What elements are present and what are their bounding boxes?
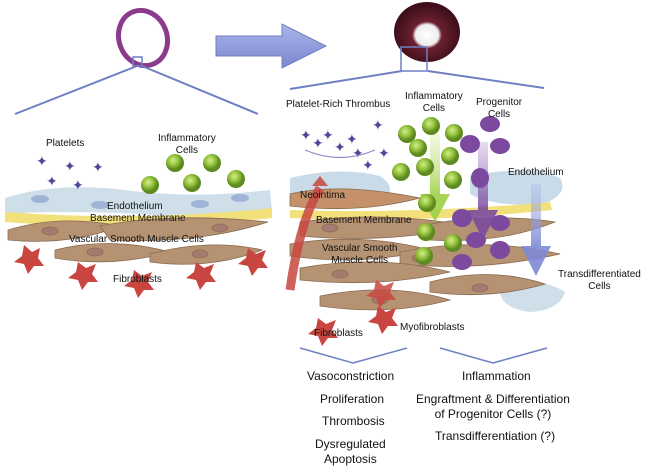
zoom-box xyxy=(400,46,428,72)
label-fibroblasts: Fibroblasts xyxy=(113,274,162,285)
right-progenitor-cells xyxy=(452,116,510,270)
svg-text:✦: ✦ xyxy=(312,135,324,151)
right-fibroblasts xyxy=(308,280,398,346)
outcome-dysregulated-apoptosis: Dysregulated Apoptosis xyxy=(315,437,386,466)
label-basement-membrane-right: Basement Membrane xyxy=(316,215,412,226)
svg-text:✦: ✦ xyxy=(322,127,334,143)
label-vascular-smooth-muscle-cells: Vascular Smooth Muscle Cells xyxy=(69,234,204,245)
label-platelet-rich-thrombus: Platelet-Rich Thrombus xyxy=(286,99,391,110)
zoom-line xyxy=(427,70,545,89)
outcome-proliferation: Proliferation xyxy=(320,392,385,406)
svg-text:✦: ✦ xyxy=(334,139,346,155)
svg-text:✦: ✦ xyxy=(46,173,58,189)
left-vsmc-layer xyxy=(7,217,269,265)
label-endothelium: Endothelium xyxy=(107,201,163,212)
label-transdifferentiated-cells: Transdifferentiated Cells xyxy=(558,269,641,292)
label-endothelium-right: Endothelium xyxy=(508,167,564,178)
svg-text:✦: ✦ xyxy=(300,127,312,143)
outcome-vasoconstriction: Vasoconstriction xyxy=(307,369,395,383)
label-vsmc-right: Vascular Smooth Muscle Cells xyxy=(322,243,398,266)
zoom-line xyxy=(14,65,138,115)
neointima-arrow-icon xyxy=(285,185,324,291)
zoom-box xyxy=(132,56,143,67)
label-progenitor-cells: Progenitor Cells xyxy=(476,97,523,120)
label-neointima: Neointima xyxy=(300,190,346,201)
progenitor-arrowhead-icon xyxy=(468,210,498,240)
left-endothelium-layer xyxy=(5,187,272,217)
progression-arrow-icon xyxy=(215,23,328,69)
label-inflammatory-cells-right: Inflammatory Cells xyxy=(405,91,463,114)
outcome-bracket-right xyxy=(439,347,548,364)
svg-text:✦: ✦ xyxy=(352,145,364,161)
inflammatory-migration-arrow-icon xyxy=(430,134,440,194)
label-basement-membrane: Basement Membrane xyxy=(90,213,186,224)
neointima-arrowhead-icon xyxy=(312,176,328,186)
outcome-thrombosis: Thrombosis xyxy=(322,414,385,428)
diseased-vessel-section xyxy=(394,2,460,72)
zoom-line xyxy=(289,70,403,90)
right-platelet-thrombus: ✦✦✦ ✦✦✦ ✦✦✦ xyxy=(300,117,390,173)
transdifferentiation-arrow-icon xyxy=(531,184,541,246)
outcome-transdifferentiation: Transdifferentiation (?) xyxy=(435,429,556,443)
left-platelets: ✦ ✦ ✦ ✦ ✦ xyxy=(36,153,104,193)
label-platelets: Platelets xyxy=(46,138,85,149)
normal-vessel-section xyxy=(115,7,171,69)
left-inflammatory-cells xyxy=(141,154,245,194)
svg-text:✦: ✦ xyxy=(346,131,358,147)
svg-text:✦: ✦ xyxy=(36,153,48,169)
zoom-line xyxy=(141,65,259,115)
transdifferentiation-arrowhead-icon xyxy=(521,246,551,276)
svg-text:✦: ✦ xyxy=(362,157,374,173)
right-inflammatory-cells xyxy=(392,117,463,265)
outcome-inflammation: Inflammation xyxy=(462,369,531,383)
outcome-engraftment-differentiation: Engraftment & Differentiation of Progeni… xyxy=(416,392,570,421)
svg-text:✦: ✦ xyxy=(72,177,84,193)
svg-text:✦: ✦ xyxy=(372,117,384,133)
label-fibroblasts-right: Fibroblasts xyxy=(314,328,363,339)
svg-text:✦: ✦ xyxy=(64,158,76,174)
svg-text:✦: ✦ xyxy=(378,145,390,161)
label-myofibroblasts: Myofibroblasts xyxy=(400,322,465,333)
svg-text:✦: ✦ xyxy=(92,159,104,175)
label-inflammatory-cells: Inflammatory Cells xyxy=(158,133,216,156)
outcome-bracket-left xyxy=(299,347,408,364)
left-fibroblasts xyxy=(14,245,268,298)
